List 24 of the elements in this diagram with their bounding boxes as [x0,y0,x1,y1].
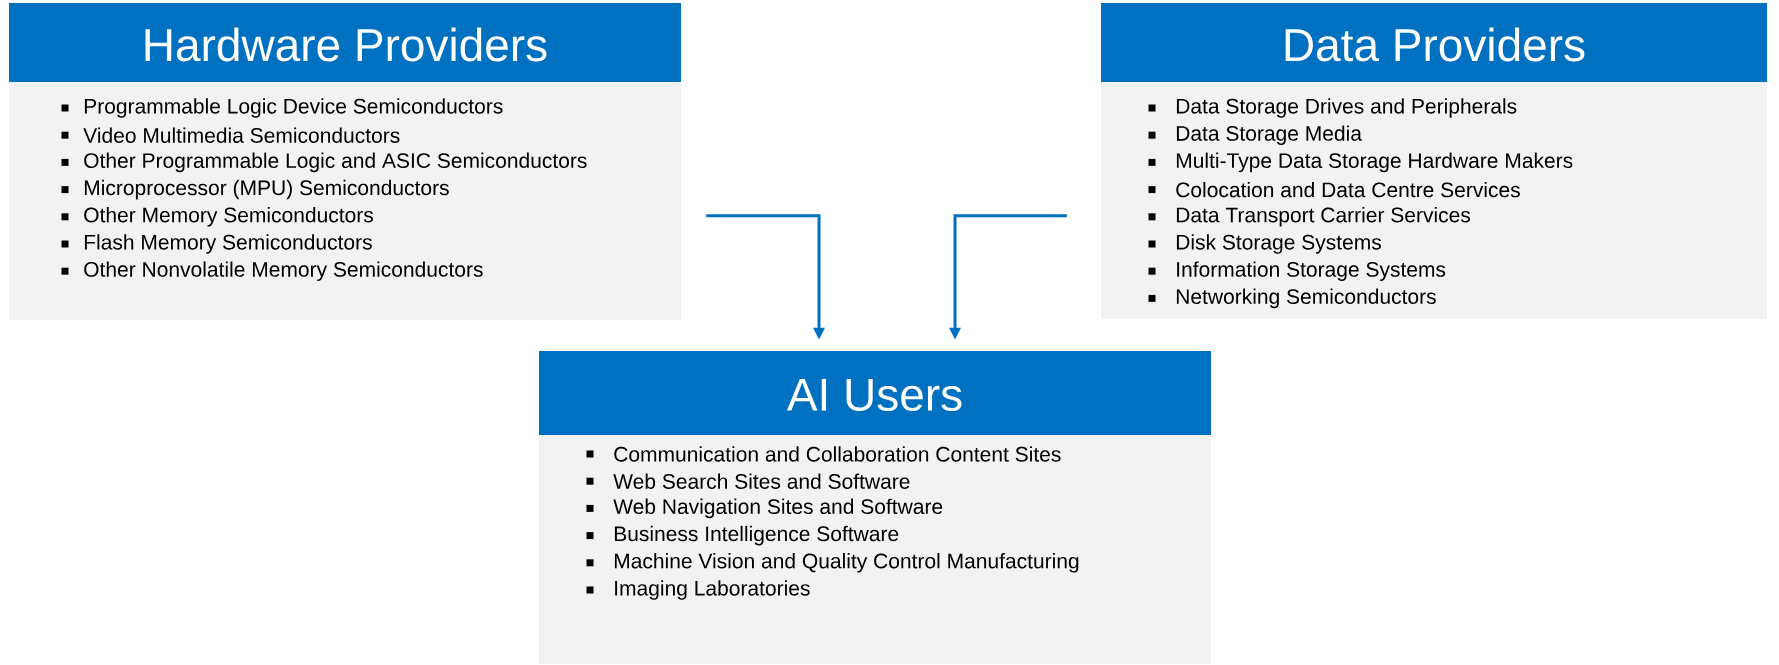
bullet-item: Information Storage Systems [1148,261,1446,281]
bullet-item: Business Intelligence Software [586,525,899,546]
bullet-item: Disk Storage Systems [1148,234,1381,254]
bullet-item: Flash Memory Semiconductors [61,234,372,254]
bullet-item: Web Navigation Sites and Software [586,498,943,519]
bullet-item: Data Transport Carrier Services [1148,207,1471,227]
bullet-item: Machine Vision and Quality Control Manufacturing [586,553,1079,573]
header-bar: Hardware Providers [9,3,681,82]
bullet-item: Other Nonvolatile Memory Semiconductors [61,261,483,281]
bullet-item: Data Storage Media [1148,125,1362,145]
bullet-item: Microprocessor (MPU) Semiconductors [61,179,449,200]
bullet-item: Multi-Type Data Storage Hardware Makers [1148,152,1573,173]
bullet-item: Other Programmable Logic and ASIC Semiconductors [61,152,587,173]
bullet-item: Programmable Logic Device Semiconductors [61,98,503,118]
bullet-item: Data Storage Drives and Peripherals [1148,98,1517,118]
bullet-item: Networking Semiconductors [1148,288,1436,309]
header-bar: AI Users [539,351,1211,435]
bullet-item: Imaging Laboratories [586,580,810,600]
bullet-item: Communication and Collaboration Content Sites [586,446,1061,462]
bullet-item: Colocation and Data Centre Services [1148,181,1520,198]
header-bar: Data Providers [1101,3,1767,82]
bullet-item: Video Multimedia Semiconductors [61,127,400,143]
bullet-item: Web Search Sites and Software [586,473,910,489]
bullet-item: Other Memory Semiconductors [61,207,373,227]
